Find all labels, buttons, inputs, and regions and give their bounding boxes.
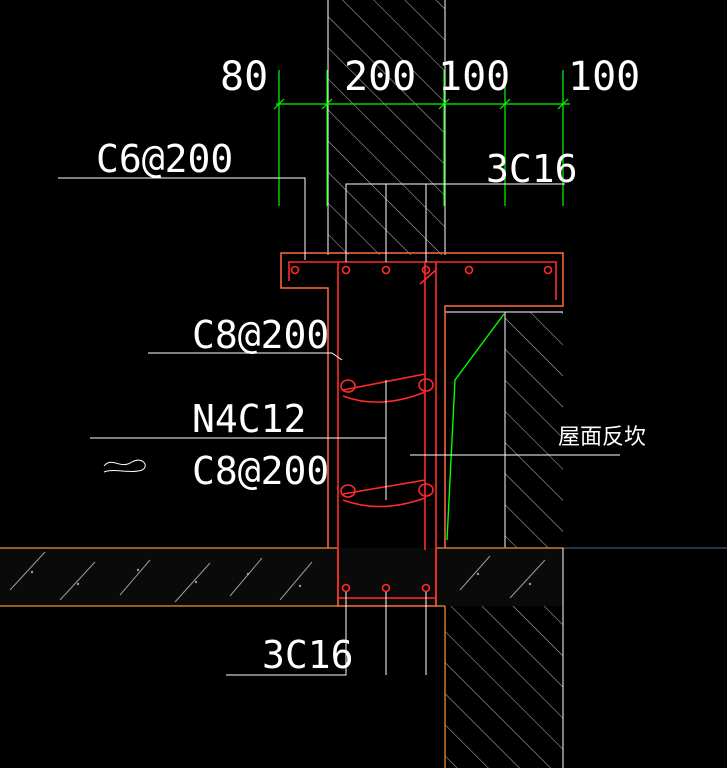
label-bars-bottom: 3C16 <box>262 633 354 677</box>
label-side-bars: N4C12 <box>192 397 306 441</box>
lower-wall <box>444 548 564 768</box>
rebar-cage <box>288 261 557 599</box>
dim-80: 80 <box>220 54 268 100</box>
label-stirrup-mid: C8@200 <box>192 313 329 357</box>
dim-200: 200 <box>344 54 416 100</box>
label-bars-top: 3C16 <box>486 147 578 191</box>
rebar-bars <box>290 265 553 593</box>
label-stirrup-top: C6@200 <box>96 137 233 181</box>
dimension-chain <box>273 70 570 206</box>
floor-slab <box>0 547 727 607</box>
leader-lines <box>58 177 620 676</box>
dim-100-left: 100 <box>438 54 510 100</box>
dim-100-right: 100 <box>568 54 640 100</box>
waterproof-line <box>446 313 505 541</box>
right-wall <box>445 311 563 548</box>
label-tie-bars: C8@200 <box>192 449 329 493</box>
label-roof-note: 屋面反坎 <box>558 425 646 450</box>
